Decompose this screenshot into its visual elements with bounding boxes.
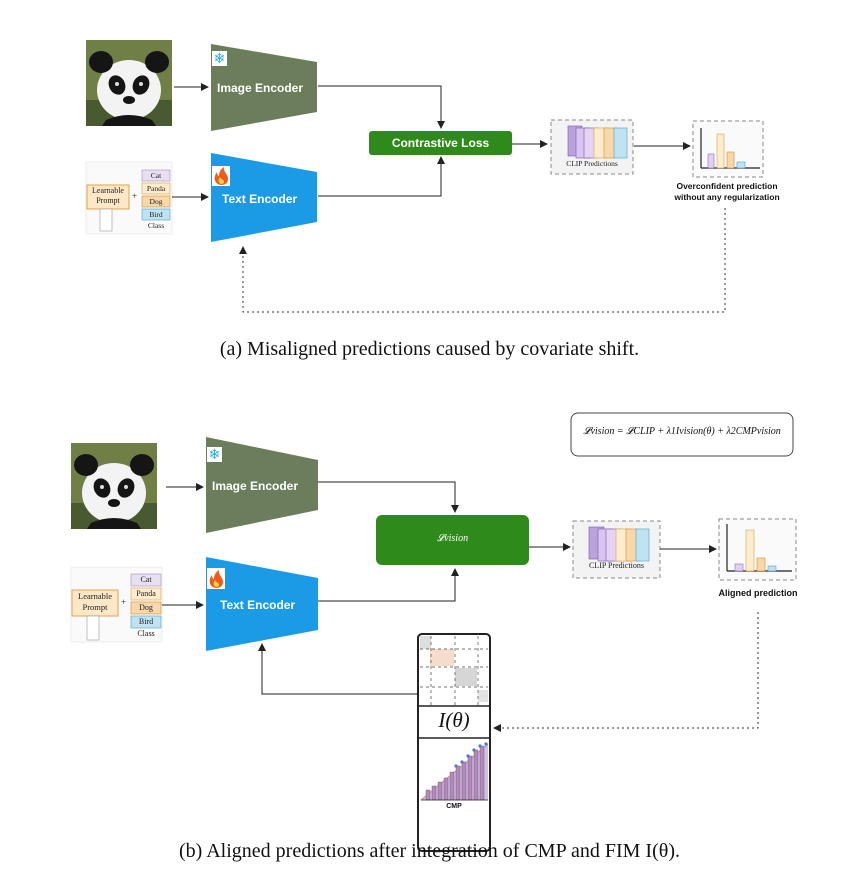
learnable-prompt-label: Learnable Prompt <box>72 591 118 613</box>
aligned-prediction-label: Aligned prediction <box>718 588 798 598</box>
class-bird: Bird <box>138 617 154 626</box>
caption-a: (a) Misaligned predictions caused by cov… <box>219 338 640 360</box>
prompt-block <box>70 566 163 643</box>
overconfident-label: Overconfident prediction without any reg… <box>662 181 792 203</box>
equation: 𝓛vision = 𝓛CLIP + λ1Ivision(θ) + λ2CMPvi… <box>583 426 781 437</box>
equation-box <box>570 412 794 457</box>
cmp-chart <box>420 742 489 801</box>
fire-icon <box>214 167 228 185</box>
class-label: Class <box>137 629 155 638</box>
clip-predictions-label: CLIP Predictions <box>566 159 618 168</box>
arrow <box>258 643 418 695</box>
plus-sign: + <box>132 191 138 201</box>
class-panda: Panda <box>136 589 156 598</box>
fim-cmp-panel <box>417 633 491 852</box>
fire-icon <box>209 570 223 588</box>
text-encoder <box>206 557 318 651</box>
image-encoder <box>211 44 317 131</box>
class-list: Cat Panda Dog Bird <box>131 574 161 628</box>
image-encoder <box>206 437 318 533</box>
class-dog: Dog <box>139 603 153 612</box>
snowflake-icon-bg <box>212 51 227 66</box>
prompt-line-2: Prompt <box>82 602 108 612</box>
prompt-line-1: Learnable <box>78 591 112 601</box>
result-line-1: Overconfident prediction <box>676 181 778 191</box>
panda-image <box>86 40 172 126</box>
text-encoder-label: Text Encoder <box>222 192 298 206</box>
class-bird: Bird <box>149 210 163 219</box>
snowflake-icon: ❄ <box>214 50 226 66</box>
arrow <box>318 481 459 513</box>
prompt-block <box>85 161 173 235</box>
aligned-histogram <box>718 518 797 581</box>
prompt-line-1: Learnable <box>92 186 124 195</box>
snowflake-icon-bg <box>207 447 222 462</box>
text-encoder-label: Text Encoder <box>220 598 296 612</box>
clip-predictions-label: CLIP Predictions <box>588 561 645 570</box>
class-label: Class <box>147 221 165 230</box>
panel-a: ❄ <box>85 40 764 313</box>
contrastive-loss-label: Contrastive Loss <box>391 136 490 150</box>
vision-loss-box <box>376 515 529 565</box>
class-dog: Dog <box>149 197 163 206</box>
class-panda: Panda <box>146 184 166 193</box>
plus-sign: + <box>121 597 127 607</box>
snowflake-icon: ❄ <box>209 446 221 462</box>
class-cat: Cat <box>150 171 162 180</box>
fim-label: I(θ) <box>438 708 470 732</box>
feedback-arrow <box>239 208 726 313</box>
prompt-line-2: Prompt <box>96 196 120 205</box>
text-encoder <box>211 153 317 242</box>
result-line-2: without any regularization <box>674 192 780 202</box>
caption-b: (b) Aligned predictions after integratio… <box>179 840 680 862</box>
class-cat: Cat <box>140 575 152 584</box>
fim-matrix <box>420 636 488 705</box>
feedback-arrow <box>493 612 759 732</box>
vision-loss-label: 𝓛vision <box>436 533 469 544</box>
image-encoder-label: Image Encoder <box>217 81 304 95</box>
class-list: Cat Panda Dog Bird <box>142 170 170 220</box>
image-encoder-label: Image Encoder <box>212 479 299 493</box>
arrow <box>318 156 445 197</box>
panel-b: ❄ <box>70 412 797 852</box>
arrow <box>318 568 459 602</box>
overconfident-histogram <box>692 120 764 178</box>
panda-image <box>71 443 157 529</box>
clip-predictions-box <box>572 520 661 579</box>
clip-predictions-box <box>550 119 634 175</box>
cmp-label: CMP <box>446 803 462 810</box>
arrow <box>318 85 445 129</box>
learnable-prompt-label: Learnable Prompt <box>87 186 129 206</box>
contrastive-loss-box <box>369 131 512 155</box>
